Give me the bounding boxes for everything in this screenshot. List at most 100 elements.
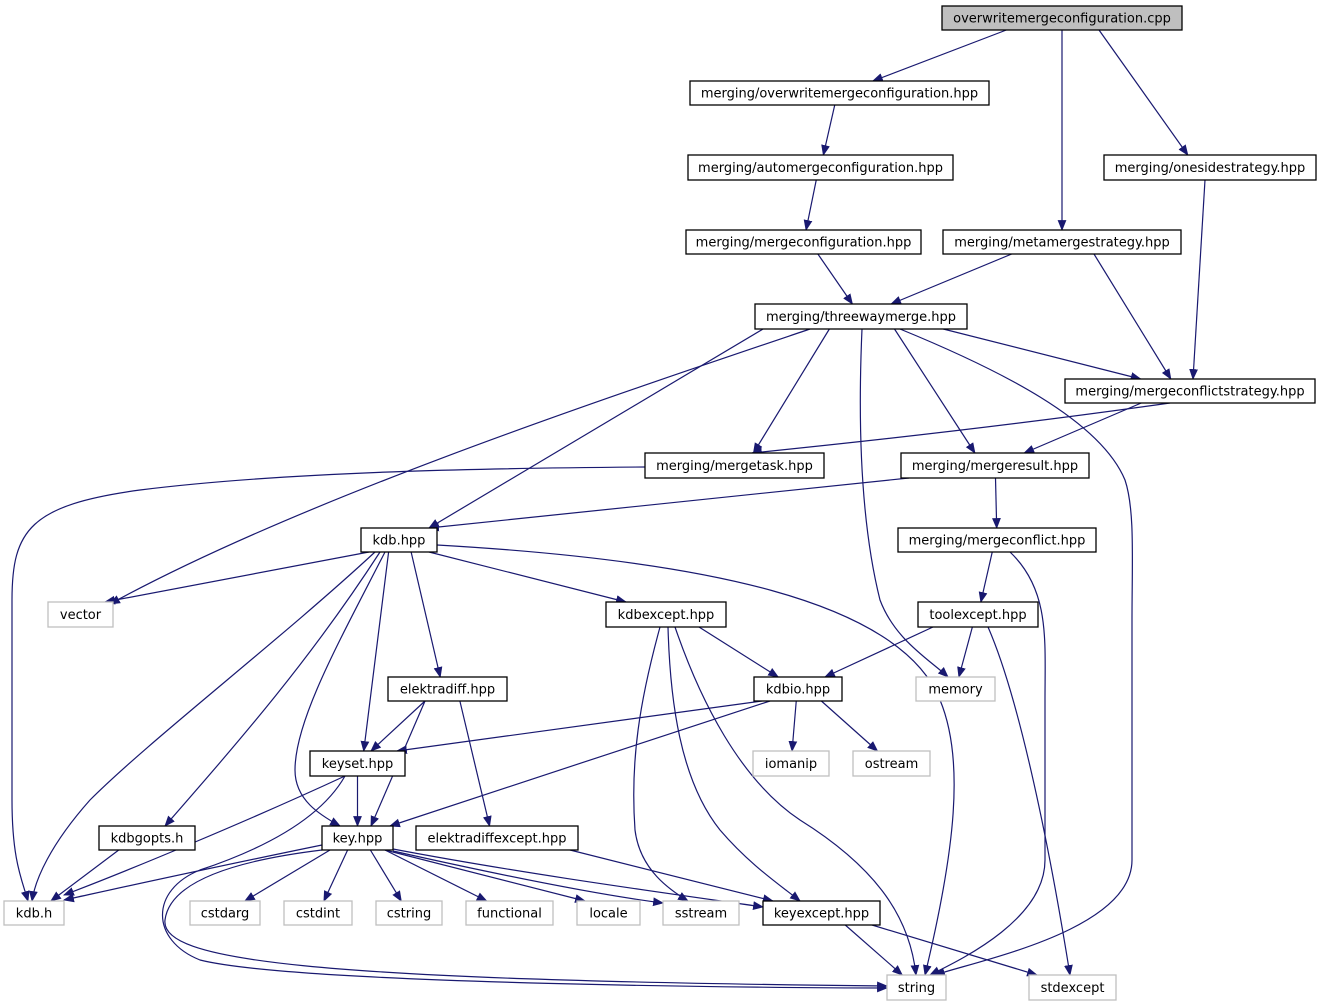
edge-kdbhpp-to-kdbh [29, 551, 376, 903]
node-cstdarg: cstdarg [189, 900, 261, 926]
node-kdbgopts[interactable]: kdbgopts.h [98, 825, 196, 851]
node-keyset[interactable]: keyset.hpp [309, 750, 406, 777]
node-box [387, 676, 508, 702]
node-box [753, 676, 843, 702]
node-label: string [898, 981, 935, 996]
node-box [900, 452, 1090, 479]
edge-ediffexc-to-keyexc [569, 849, 774, 903]
node-label: kdbio.hpp [766, 683, 830, 698]
node-box [689, 80, 990, 106]
node-iomanip: iomanip [752, 750, 830, 777]
node-auto[interactable]: merging/automergeconfiguration.hpp [687, 154, 954, 181]
edge-key-to-kdbh [62, 844, 323, 903]
node-label: merging/onesidestrategy.hpp [1115, 161, 1306, 176]
node-label: merging/mergeconflictstrategy.hpp [1075, 385, 1304, 400]
node-key[interactable]: key.hpp [321, 825, 394, 851]
edge-key-to-functional [384, 849, 488, 902]
nodes: overwritemergeconfiguration.cpp merging/o… [3, 5, 1317, 1001]
edge-meta-to-mcs [1093, 253, 1172, 380]
edge-kdbhpp-to-string [436, 544, 955, 977]
node-ediff[interactable]: elektradiff.hpp [387, 676, 508, 702]
node-box [576, 900, 641, 926]
node-label: kdbexcept.hpp [618, 608, 715, 623]
edge-kdbhpp-to-vector [103, 551, 370, 605]
node-kdbh: kdb.h [3, 900, 65, 926]
node-mcfg[interactable]: merging/mergeconfiguration.hpp [685, 229, 922, 255]
edge-three-to-mtask [752, 328, 830, 454]
node-toolexc[interactable]: toolexcept.hpp [917, 601, 1039, 628]
node-box [852, 750, 931, 777]
edge-mconf-to-toolexc [978, 551, 993, 604]
edge-kdbhpp-to-keyset [360, 551, 390, 753]
edge-mtask-to-kdbh [11, 466, 646, 903]
node-box [375, 900, 443, 926]
edge-kdbexc-to-kdbio [698, 626, 780, 678]
node-label: functional [477, 907, 542, 922]
node-oness[interactable]: merging/onesidestrategy.hpp [1103, 154, 1317, 181]
node-label: kdb.h [16, 907, 52, 922]
node-box [644, 452, 825, 479]
node-label: stdexcept [1041, 981, 1105, 996]
node-ediffexc[interactable]: elektradiffexcept.hpp [415, 825, 579, 851]
node-label: merging/mergeresult.hpp [912, 459, 1078, 474]
node-memory: memory [915, 676, 996, 702]
edge-three-to-vector [109, 328, 811, 605]
node-label: kdb.hpp [373, 534, 426, 549]
node-box [47, 601, 114, 628]
node-box [321, 825, 394, 851]
node-mconf[interactable]: merging/mergeconflict.hpp [897, 527, 1097, 553]
edge-three-to-string [899, 328, 1134, 977]
edge-cpp-to-ovh [871, 29, 1007, 82]
node-box [685, 229, 922, 255]
node-mtask[interactable]: merging/mergetask.hpp [644, 452, 825, 479]
node-kdbexc[interactable]: kdbexcept.hpp [605, 601, 727, 628]
edge-toolexc-to-stdexcept [987, 626, 1073, 977]
node-three[interactable]: merging/threewaymerge.hpp [754, 303, 968, 330]
node-stdexcept: stdexcept [1028, 974, 1117, 1001]
edge-toolexc-to-memory [957, 626, 973, 679]
node-label: ostream [865, 757, 919, 772]
edge-mres-to-mconf [992, 477, 1001, 530]
edge-key-to-cstdarg [243, 849, 331, 902]
node-kdbhpp[interactable]: kdb.hpp [360, 527, 438, 553]
node-label: keyset.hpp [322, 757, 394, 772]
node-box [360, 527, 438, 553]
edge-key-to-sstream [392, 850, 665, 907]
node-label: key.hpp [333, 832, 383, 847]
node-label: merging/overwritemergeconfiguration.hpp [701, 87, 978, 102]
node-box [754, 303, 968, 330]
edge-toolexc-to-kdbio [824, 626, 934, 678]
node-box [886, 974, 947, 1001]
node-mres[interactable]: merging/mergeresult.hpp [900, 452, 1090, 479]
node-label: elektradiff.hpp [400, 683, 495, 698]
node-box [762, 900, 881, 926]
edge-oness-to-mcs [1189, 179, 1206, 381]
node-box [1064, 378, 1316, 404]
node-box [3, 900, 65, 926]
edge-kdbhpp-to-ediff [410, 551, 443, 679]
node-kdbio[interactable]: kdbio.hpp [753, 676, 843, 702]
edge-mres-to-kdbhpp [427, 477, 910, 532]
node-label: overwritemergeconfiguration.cpp [953, 12, 1171, 27]
edge-kdbexc-to-string [674, 626, 920, 977]
node-label: locale [589, 907, 627, 922]
edge-ediff-to-keyset [370, 700, 426, 752]
node-cpp[interactable]: overwritemergeconfiguration.cpp [941, 5, 1183, 31]
node-box [917, 601, 1039, 628]
node-keyexc[interactable]: keyexcept.hpp [762, 900, 881, 926]
node-ovh[interactable]: merging/overwritemergeconfiguration.hpp [689, 80, 990, 106]
edge-key-to-cstdint [323, 849, 349, 902]
node-meta[interactable]: merging/metamergestrategy.hpp [942, 229, 1182, 255]
node-label: cstdint [296, 907, 340, 922]
edge-kdbio-to-key [388, 700, 771, 828]
edges [11, 29, 1206, 993]
edge-key-to-cstring [369, 849, 402, 902]
edge-key-to-string [164, 849, 889, 991]
node-label: memory [928, 683, 983, 698]
node-ostream: ostream [852, 750, 931, 777]
node-label: merging/threewaymerge.hpp [766, 310, 956, 325]
node-label: cstdarg [201, 907, 250, 922]
node-mcs[interactable]: merging/mergeconflictstrategy.hpp [1064, 378, 1316, 404]
edge-cpp-to-oness [1098, 29, 1189, 156]
edge-kdbexc-to-sstream [633, 626, 689, 902]
